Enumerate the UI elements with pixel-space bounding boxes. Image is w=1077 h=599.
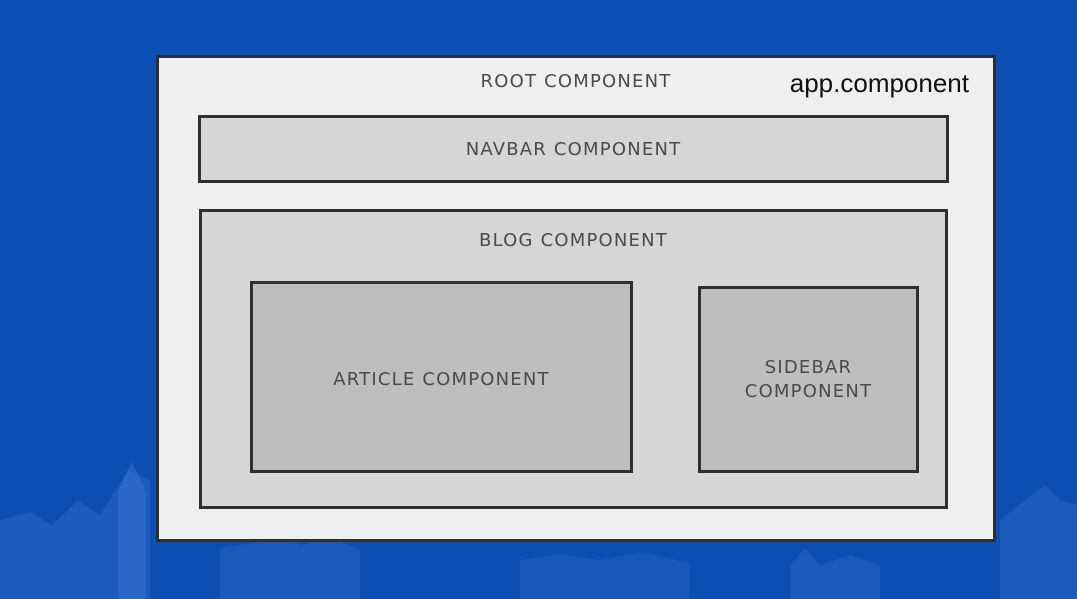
blog-component-label: BLOG COMPONENT [479, 230, 668, 251]
navbar-component-label: NAVBAR COMPONENT [465, 139, 682, 160]
root-component-label: ROOT COMPONENT [480, 71, 672, 92]
app-component-label: app.component [789, 68, 969, 98]
navbar-component-box [198, 115, 949, 183]
sidebar-component-label: SIDEBAR COMPONENT [744, 357, 873, 402]
article-component-label: ARTICLE COMPONENT [333, 369, 550, 390]
article-component-box [250, 281, 633, 473]
sidebar-component-box [698, 286, 919, 473]
